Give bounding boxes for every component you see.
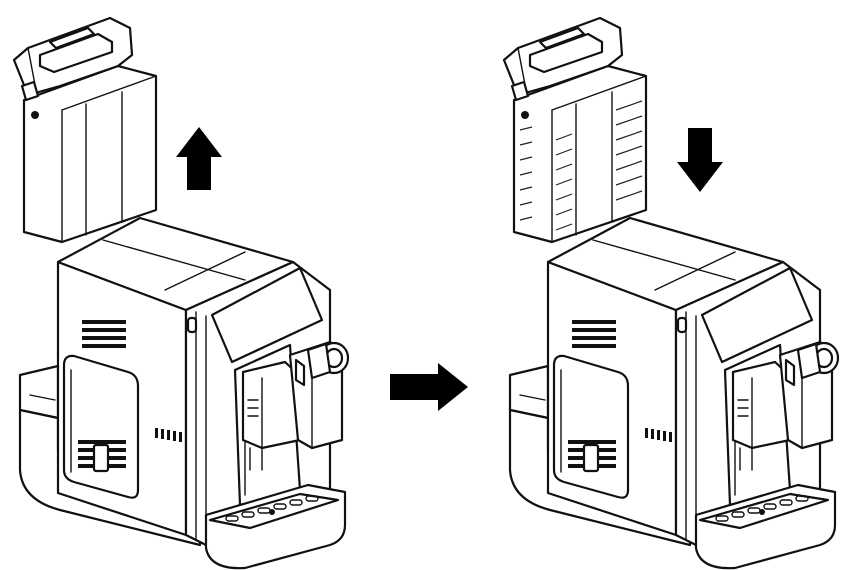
coffee-machine-illustration (508, 216, 840, 570)
water-tank-illustration (12, 16, 158, 244)
step-remove-tank (12, 16, 350, 570)
arrow-up-icon (176, 127, 222, 190)
step-reinsert-tank (502, 16, 840, 570)
arrow-right-icon (390, 363, 468, 411)
coffee-machine-illustration (18, 216, 350, 570)
arrow-down-icon (677, 128, 723, 192)
water-tank-illustration (502, 16, 648, 244)
